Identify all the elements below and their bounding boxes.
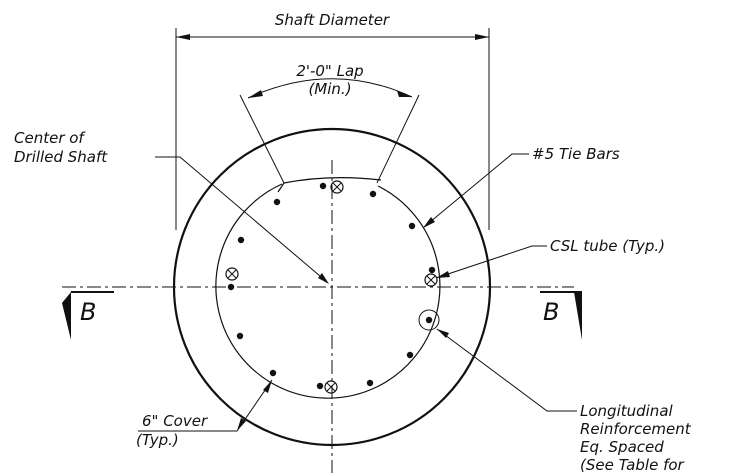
- csl-tube-bottom: [324, 380, 338, 394]
- longitudinal-leader-arrow: [437, 329, 449, 338]
- center-leader-arrow: [318, 273, 329, 284]
- rebar-dot: [319, 182, 327, 190]
- tie-bar-cage: [215, 183, 441, 399]
- csl-tube-label: CSL tube (Typ.): [550, 237, 665, 255]
- cover-leader-arrow-inner: [263, 380, 272, 393]
- longitudinal-label-line3: Eq. Spaced: [580, 438, 664, 456]
- longitudinal-label-line2: Reinforcement: [580, 420, 692, 438]
- longitudinal-leader: [436, 328, 577, 412]
- rebar-dot: [237, 236, 245, 244]
- section-label-left: B: [80, 298, 96, 326]
- cover-label: 6" Cover: [142, 412, 208, 430]
- section-wedge-left: [62, 292, 71, 340]
- cover-leader-arrow-outer: [237, 418, 246, 431]
- csl-tube-top: [330, 180, 344, 194]
- longitudinal-label-line1: Longitudinal: [580, 402, 674, 420]
- section-wedge-right: [574, 292, 582, 340]
- rebar-dot: [269, 369, 277, 377]
- cover-typ-label: (Typ.): [136, 431, 179, 449]
- section-marker-right: B: [540, 291, 582, 340]
- csl-leader-arrow: [436, 271, 450, 278]
- center-leader: [155, 156, 328, 283]
- rebar-dot: [316, 382, 324, 390]
- tie-bar-lap: [277, 177, 382, 193]
- csl-tubes: [225, 180, 438, 394]
- shaft-diameter-label: Shaft Diameter: [275, 11, 390, 29]
- cover-label-group: 6" Cover (Typ.): [136, 379, 273, 449]
- lap-min-label: (Min.): [308, 80, 351, 98]
- shaft-diameter-dimension: Shaft Diameter: [175, 11, 490, 230]
- rebar-dot: [227, 283, 235, 291]
- csl-leader: [435, 245, 547, 279]
- center-lines: [62, 160, 574, 473]
- center-label-line1: Center of: [14, 129, 86, 147]
- tie-bars-leader: [423, 153, 529, 228]
- center-label-line2: Drilled Shaft: [14, 148, 108, 166]
- lap-label: 2'-0" Lap: [296, 62, 363, 80]
- lap-arrow-right: [397, 91, 412, 97]
- csl-tube-right: [424, 273, 438, 287]
- lap-arrow-left: [248, 90, 263, 98]
- arrowhead-right: [475, 34, 489, 40]
- rebar-dot: [425, 316, 433, 324]
- csl-label-group: CSL tube (Typ.): [435, 237, 665, 279]
- csl-tube-left: [225, 267, 239, 281]
- lap-dimension-arc: [247, 78, 413, 99]
- rebar-dot: [428, 266, 436, 274]
- tie-bars-label-group: #5 Tie Bars: [423, 145, 620, 228]
- section-label-right: B: [543, 298, 559, 326]
- rebar-dot: [366, 379, 374, 387]
- longitudinal-label-line4: (See Table for: [580, 456, 685, 473]
- longitudinal-bars: [227, 182, 436, 390]
- highlight-bar-circle: [418, 309, 440, 331]
- arrowhead-left: [176, 34, 190, 40]
- lap-extension-right: [376, 94, 420, 184]
- rebar-dot: [273, 198, 281, 206]
- lap-dimension: 2'-0" Lap (Min.): [239, 62, 420, 184]
- section-marker-left: B: [62, 291, 114, 340]
- tie-bars-arrow: [423, 217, 435, 228]
- longitudinal-label-group: Longitudinal Reinforcement Eq. Spaced (S…: [436, 328, 692, 473]
- rebar-dot: [406, 351, 414, 359]
- rebar-dot: [369, 190, 377, 198]
- tie-bars-label: #5 Tie Bars: [532, 145, 620, 163]
- rebar-dot: [236, 332, 244, 340]
- rebar-dot: [408, 222, 416, 230]
- lap-extension-left: [239, 94, 285, 184]
- center-label-group: Center of Drilled Shaft: [14, 129, 329, 284]
